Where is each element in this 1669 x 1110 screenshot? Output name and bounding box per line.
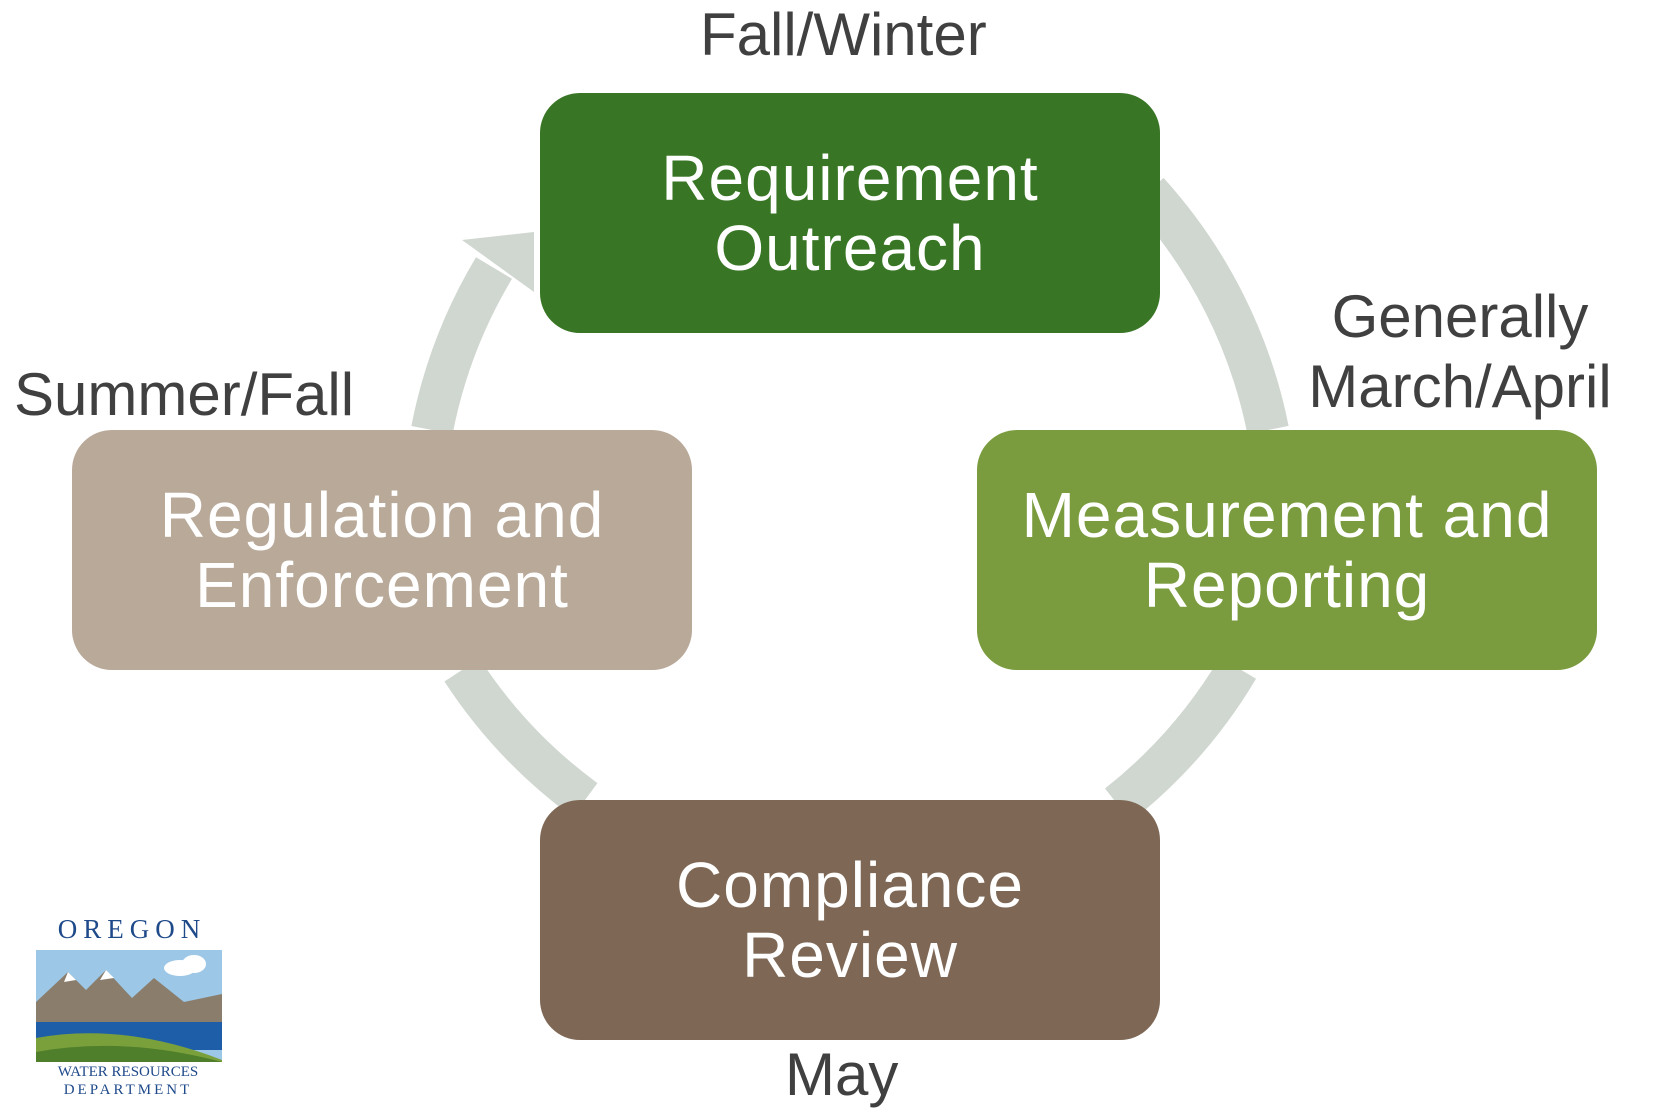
stage-label: Measurement and Reporting — [1021, 479, 1553, 621]
stage-label: Requirement Outreach — [661, 142, 1039, 284]
stage-label: Compliance Review — [676, 849, 1024, 991]
season-label-regulation: Summer/Fall — [14, 361, 355, 428]
oregon-water-resources-logo: OREGON WATER RESOURCES DEPARTMENT — [34, 910, 230, 1100]
arc-compliance-to-regulation — [444, 658, 598, 817]
logo-top-text: OREGON — [58, 914, 207, 944]
season-label-compliance: May — [785, 1041, 899, 1108]
stage-regulation-enforcement: Regulation and Enforcement — [72, 430, 692, 670]
logo-line2: DEPARTMENT — [64, 1082, 193, 1098]
arrow-head-outreach — [462, 232, 534, 292]
logo-line1: WATER RESOURCES — [58, 1064, 198, 1080]
stage-measurement-reporting: Measurement and Reporting — [977, 430, 1597, 670]
arc-outreach-to-measurement — [1132, 177, 1289, 435]
stage-compliance-review: Compliance Review — [540, 800, 1160, 1040]
arc-regulation-to-outreach — [411, 257, 513, 435]
season-label-outreach: Fall/Winter — [700, 1, 987, 68]
season-label-measurement: Generally March/April — [1308, 283, 1612, 420]
stage-requirement-outreach: Requirement Outreach — [540, 93, 1160, 333]
arc-measurement-to-compliance — [1104, 657, 1257, 822]
stage-label: Regulation and Enforcement — [159, 479, 605, 621]
